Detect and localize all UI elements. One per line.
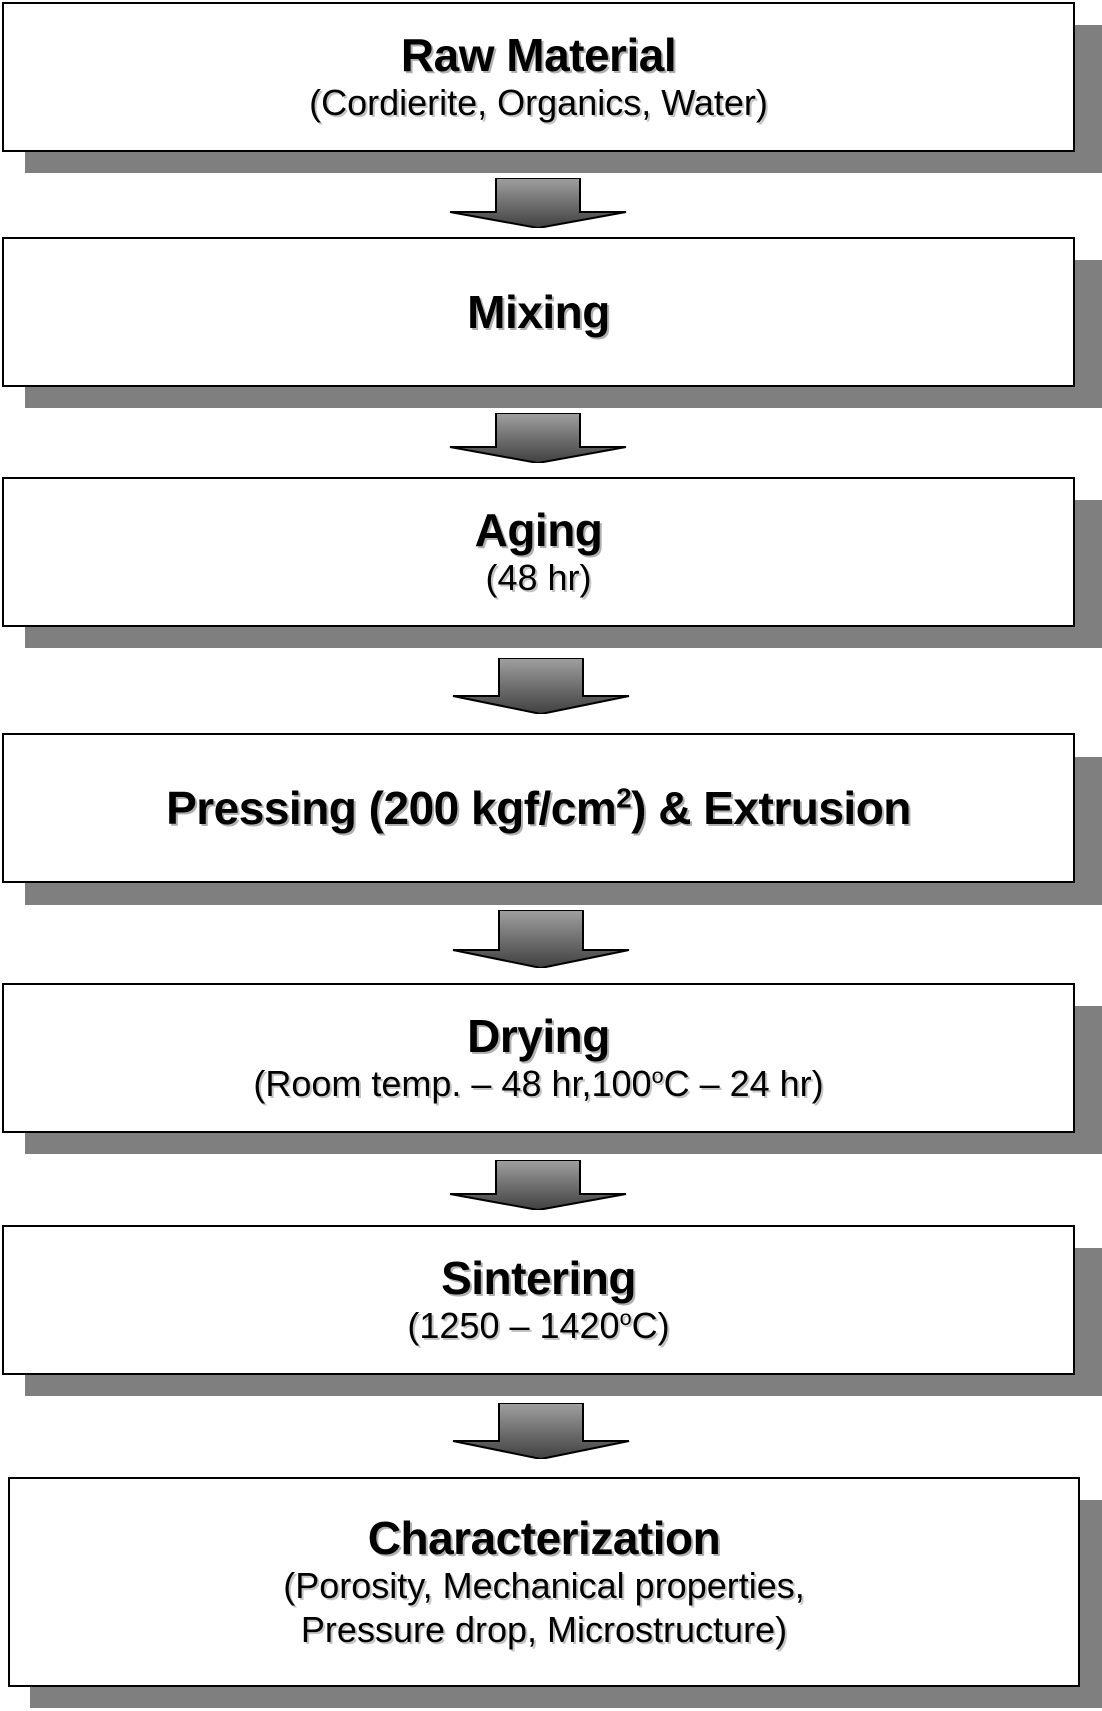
step-title: Characterization [367,1512,721,1564]
step-pressing-extrusion: Pressing (200 kgf/cm2) & Extrusion [2,733,1075,883]
down-arrow-icon [452,658,630,714]
step-title: Raw Material [400,29,677,81]
down-arrow-icon [449,1160,627,1210]
step-detail-line-1: (Porosity, Mechanical properties, [283,1565,805,1606]
step-title: Aging [474,504,603,556]
step-detail: (Room temp. – 48 hr,100oC – 24 hr) [253,1063,824,1104]
step-detail: (1250 – 1420oC) [407,1305,670,1346]
step-aging: Aging (48 hr) [2,477,1075,627]
step-title: Pressing (200 kgf/cm2) & Extrusion [166,782,911,834]
step-detail: (48 hr) [485,557,592,598]
down-arrow-icon [449,413,627,463]
step-title: Sintering [441,1252,636,1304]
step-characterization: Characterization (Porosity, Mechanical p… [8,1477,1080,1687]
step-detail-line-2: Pressure drop, Microstructure) [300,1609,788,1650]
down-arrow-icon [449,178,627,228]
step-title: Drying [467,1010,610,1062]
down-arrow-icon [452,1403,630,1459]
step-detail: (Cordierite, Organics, Water) [309,82,768,123]
down-arrow-icon [452,910,630,968]
step-mixing: Mixing [2,237,1075,387]
step-sintering: Sintering (1250 – 1420oC) [2,1225,1075,1375]
step-drying: Drying (Room temp. – 48 hr,100oC – 24 hr… [2,983,1075,1133]
step-title: Mixing [467,286,610,338]
step-raw-material: Raw Material (Cordierite, Organics, Wate… [2,2,1075,152]
